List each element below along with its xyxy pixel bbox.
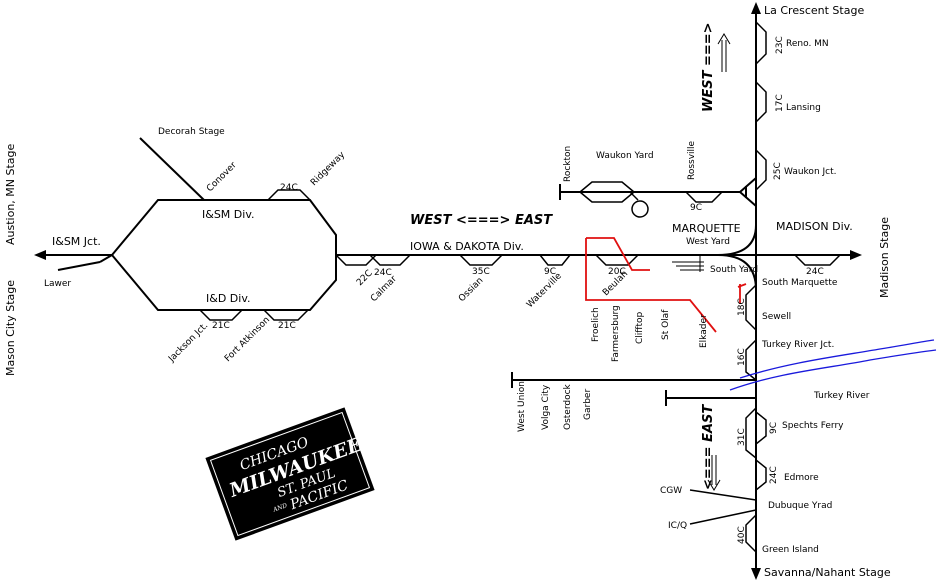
siding-35c-label: 35C	[472, 267, 490, 277]
milwaukee-road-logo: CHICAGO MILWAUKEE ST. PAUL AND PACIFIC	[205, 407, 375, 541]
cgw-label: CGW	[660, 486, 682, 496]
siding-21c-fort-label: 21C	[278, 321, 296, 331]
iowa-dakota-division-label: IOWA & DAKOTA Div.	[410, 240, 524, 253]
waukon-yard-label: Waukon Yard	[596, 151, 654, 161]
siding-9c-rossville-label: 9C	[690, 203, 702, 213]
loop-tracks	[57, 137, 337, 311]
rockton-label: Rockton	[563, 146, 573, 182]
green-island-label: Green Island	[762, 545, 819, 555]
austin-stage-label: Austion, MN Stage	[4, 143, 17, 245]
farmersburg-label: Farmersburg	[611, 305, 621, 362]
siding-24c-edmore-label: 24C	[769, 466, 779, 484]
west-vertical-label: WEST ===>	[701, 22, 716, 112]
spechts-ferry-label: Spechts Ferry	[782, 421, 844, 431]
siding-24c-calmar-label: 24C	[374, 268, 392, 278]
siding-40c-label: 40C	[737, 526, 747, 544]
arrow-west-icon	[34, 250, 46, 260]
ridgeway-label: Ridgeway	[309, 150, 348, 189]
clifftop-label: Clifftop	[635, 311, 645, 344]
mason-city-stage-label: Mason City Stage	[4, 280, 17, 376]
edmore-label: Edmore	[784, 473, 819, 483]
siding-18c-label: 18C	[737, 298, 747, 316]
direction-arrows	[707, 33, 731, 491]
savanna-stage-label: Savanna/Nahant Stage	[764, 566, 891, 579]
jackson-jct-label: Jackson Jct.	[166, 321, 210, 365]
turkey-river-branch	[511, 372, 756, 406]
ossian-label: Ossian	[457, 276, 485, 304]
west-union-label: West Union	[517, 381, 527, 432]
vertical-sidings	[745, 21, 767, 553]
turkey-river-label: Turkey River	[813, 391, 870, 401]
marquette-junction	[717, 224, 757, 291]
garber-label: Garber	[583, 389, 593, 420]
waukon-jct-label: Waukon Jct.	[784, 167, 837, 177]
turkey-river	[729, 339, 937, 391]
siding-9c-spechts-label: 9C	[769, 422, 779, 434]
reno-label: Reno. MN	[786, 39, 829, 49]
siding-31c-label: 31C	[737, 428, 747, 446]
arrow-south-icon	[751, 568, 761, 580]
ism-jct-label: I&SM Jct.	[52, 235, 101, 248]
conover-label: Conover	[205, 160, 239, 194]
arrow-east-icon	[850, 250, 862, 260]
icg-label: IC/Q	[668, 521, 687, 531]
turkey-river-jct-label: Turkey River Jct.	[761, 340, 834, 350]
siding-25c-label: 25C	[773, 162, 783, 180]
south-yard-label: South Yard	[710, 265, 758, 275]
south-yard-ladder	[672, 255, 704, 272]
siding-23c-label: 23C	[775, 36, 785, 54]
elkader-label: Elkader	[699, 314, 709, 348]
elkader-branch	[585, 237, 747, 333]
decorah-stage-label: Decorah Stage	[158, 127, 225, 137]
lansing-label: Lansing	[786, 103, 821, 113]
horizontal-sidings	[459, 254, 841, 266]
south-marquette-label: South Marquette	[762, 278, 838, 288]
siding-22c-label: 22C	[355, 268, 375, 288]
east-vertical-label: <=== EAST	[701, 404, 716, 490]
foreign-connections	[689, 489, 757, 525]
ism-division-label: I&SM Div.	[202, 208, 254, 221]
id-division-label: I&D Div.	[206, 292, 250, 305]
arrow-north-icon	[751, 2, 761, 14]
froelich-label: Froelich	[591, 307, 601, 342]
west-yard-label: West Yard	[686, 237, 730, 247]
madison-stage-label: Madison Stage	[878, 217, 891, 298]
madison-division-label: MADISON Div.	[776, 220, 853, 233]
siding-17c-label: 17C	[775, 94, 785, 112]
waukon-branch	[559, 177, 757, 207]
west-east-label: WEST <===> EAST	[410, 213, 553, 228]
rossville-label: Rossville	[687, 140, 697, 180]
calmar-label: Calmar	[369, 274, 399, 304]
st-olaf-label: St Olaf	[661, 309, 671, 340]
siding-20c-label: 20C	[608, 267, 626, 277]
fort-atkinson-label: Fort Atkinson	[223, 315, 272, 364]
volga-city-label: Volga City	[541, 384, 551, 430]
dubuque-yard-label: Dubuque Yrad	[768, 501, 832, 511]
la-crescent-stage-label: La Crescent Stage	[764, 4, 864, 17]
siding-24c-madison-label: 24C	[806, 267, 824, 277]
waukon-branch-sidings	[579, 181, 723, 203]
logo-line-4: AND	[271, 502, 288, 514]
siding-21c-jackson-label: 21C	[212, 321, 230, 331]
siding-9c-waterville-label: 9C	[544, 267, 556, 277]
osterdock-label: Osterdock	[563, 383, 573, 430]
siding-16c-label: 16C	[737, 348, 747, 366]
waukon-turntable-icon	[631, 200, 649, 218]
loop-sidings	[199, 189, 411, 321]
marquette-label: MARQUETTE	[672, 222, 741, 235]
sewell-label: Sewell	[762, 312, 791, 322]
siding-24c-ridgeway-label: 24C	[280, 183, 298, 193]
lawler-label: Lawer	[44, 279, 71, 289]
